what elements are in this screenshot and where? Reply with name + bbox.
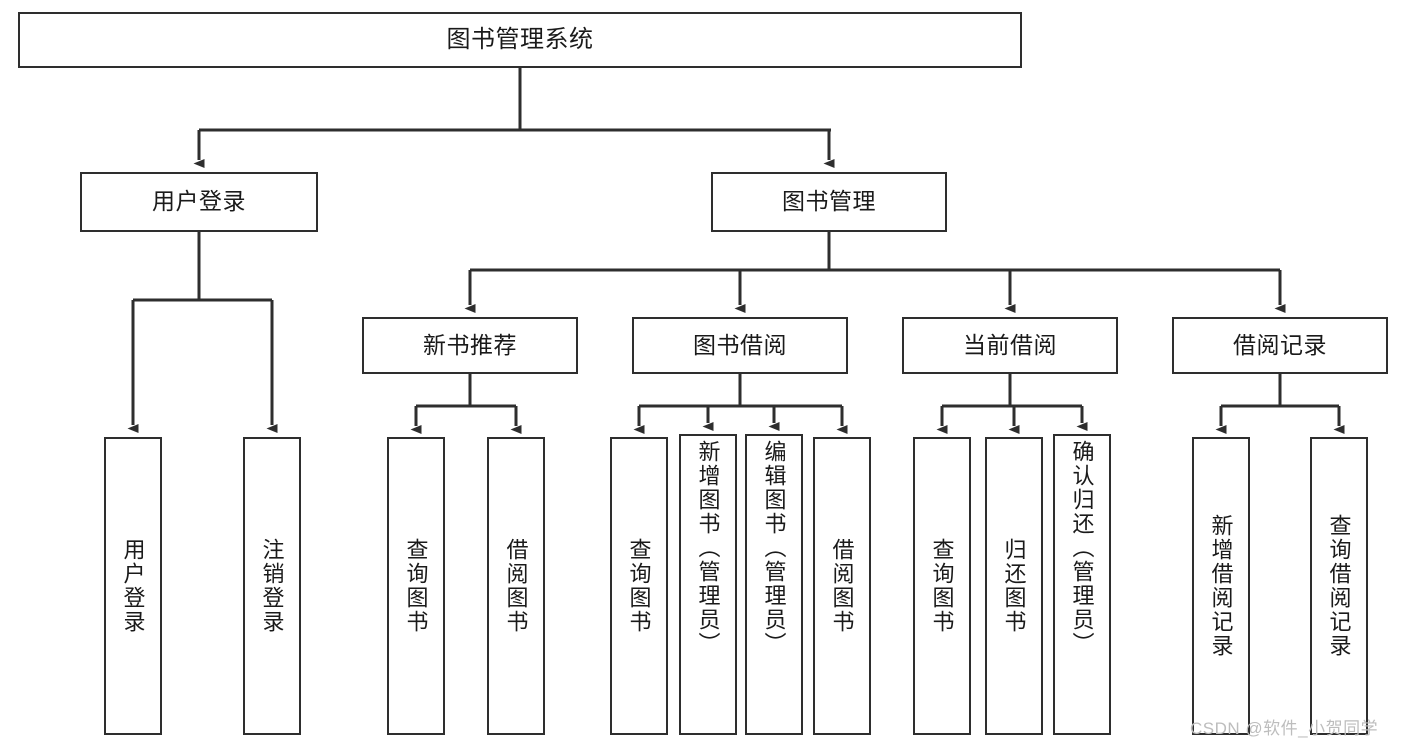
leaf-user-logout[interactable]: 注销登录 <box>243 437 301 735</box>
node-root-label: 图书管理系统 <box>446 25 594 53</box>
leaf-confirm-return[interactable]: 确认归还（管理员） <box>1053 434 1111 735</box>
node-borrow-records-label: 借阅记录 <box>1233 331 1327 358</box>
leaf-borrow-book-1-label: 借阅图书 <box>503 538 529 634</box>
node-root[interactable]: 图书管理系统 <box>18 12 1022 68</box>
leaf-query-book-3-label: 查询图书 <box>929 538 955 634</box>
leaf-user-login-label: 用户登录 <box>120 538 146 634</box>
node-book-management[interactable]: 图书管理 <box>711 172 947 232</box>
node-user-login[interactable]: 用户登录 <box>80 172 318 232</box>
node-borrow-records[interactable]: 借阅记录 <box>1172 317 1388 374</box>
leaf-query-book-1-label: 查询图书 <box>403 538 429 634</box>
node-book-borrow[interactable]: 图书借阅 <box>632 317 848 374</box>
leaf-user-login[interactable]: 用户登录 <box>104 437 162 735</box>
leaf-user-logout-label: 注销登录 <box>259 538 285 634</box>
node-book-management-label: 图书管理 <box>782 188 876 215</box>
leaf-add-book-label: 新增图书（管理员） <box>695 440 721 656</box>
node-current-borrow-label: 当前借阅 <box>963 331 1057 358</box>
leaf-add-borrow-record[interactable]: 新增借阅记录 <box>1192 437 1250 735</box>
leaf-edit-book-label: 编辑图书（管理员） <box>761 440 787 656</box>
node-book-borrow-label: 图书借阅 <box>693 331 787 358</box>
leaf-query-borrow-record[interactable]: 查询借阅记录 <box>1310 437 1368 735</box>
leaf-borrow-book-1[interactable]: 借阅图书 <box>487 437 545 735</box>
watermark: CSDN @软件_小贺同学 <box>1190 719 1379 738</box>
leaf-edit-book[interactable]: 编辑图书（管理员） <box>745 434 803 735</box>
leaf-query-book-1[interactable]: 查询图书 <box>387 437 445 735</box>
leaf-confirm-return-label: 确认归还（管理员） <box>1069 440 1095 656</box>
leaf-query-borrow-record-label: 查询借阅记录 <box>1326 514 1352 658</box>
node-current-borrow[interactable]: 当前借阅 <box>902 317 1118 374</box>
leaf-query-book-2[interactable]: 查询图书 <box>610 437 668 735</box>
leaf-add-book[interactable]: 新增图书（管理员） <box>679 434 737 735</box>
node-new-book-recommend[interactable]: 新书推荐 <box>362 317 578 374</box>
node-new-book-recommend-label: 新书推荐 <box>423 331 517 358</box>
leaf-add-borrow-record-label: 新增借阅记录 <box>1208 514 1234 658</box>
leaf-return-book[interactable]: 归还图书 <box>985 437 1043 735</box>
leaf-query-book-3[interactable]: 查询图书 <box>913 437 971 735</box>
leaf-borrow-book-2[interactable]: 借阅图书 <box>813 437 871 735</box>
leaf-query-book-2-label: 查询图书 <box>626 538 652 634</box>
node-user-login-label: 用户登录 <box>152 188 246 215</box>
leaf-return-book-label: 归还图书 <box>1001 538 1027 634</box>
leaf-borrow-book-2-label: 借阅图书 <box>829 538 855 634</box>
